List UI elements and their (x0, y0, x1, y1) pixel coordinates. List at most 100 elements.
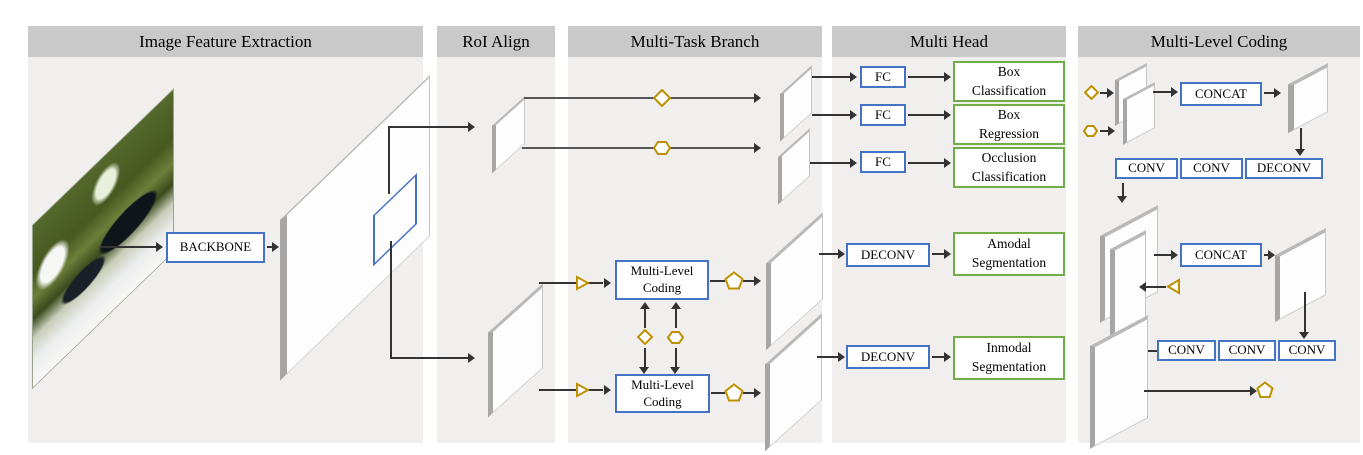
arrowhead (838, 249, 845, 259)
arrowhead (468, 122, 475, 132)
pentagon-icon (1256, 381, 1274, 398)
deconv-box-2: DECONV (846, 345, 930, 369)
conv-label: CONV (1168, 342, 1205, 358)
connector-fc2-out (908, 114, 946, 116)
hexagon-icon (1083, 125, 1098, 137)
connector-triangle-in (1146, 286, 1166, 288)
connector-down-to-row1 (1300, 128, 1302, 149)
arrowhead (1299, 332, 1309, 339)
arrowhead (850, 110, 857, 120)
arrowhead (838, 352, 845, 362)
deconv-box-1: DECONV (846, 243, 930, 267)
concat-label: CONCAT (1194, 85, 1247, 101)
head-label: Amodal (987, 236, 1031, 252)
connector-down-to-row2 (1304, 292, 1306, 332)
arrowhead (1250, 386, 1257, 396)
connector-to-fc2 (812, 114, 852, 116)
connector-to-fc1 (812, 76, 852, 78)
conv-label: CONV (1228, 342, 1266, 358)
pentagon-icon (724, 271, 744, 290)
connector-shared-down (675, 348, 677, 367)
conv-box-row2-3: CONV (1278, 340, 1336, 361)
connector-box-branch (524, 97, 756, 99)
arrow-image-to-backbone (100, 246, 158, 248)
connector-mlc1-out (743, 280, 756, 282)
arrowhead (1117, 196, 1127, 203)
arrowhead (1295, 149, 1305, 156)
box-regression-head: Box Regression (953, 104, 1065, 145)
occlusion-classification-head: Occlusion Classification (953, 147, 1065, 188)
panel-title-multi-level-coding: Multi-Level Coding (1078, 26, 1360, 57)
backbone-label: BACKBONE (179, 239, 252, 255)
connector-row1-down (1122, 183, 1124, 196)
conv-label: CONV (1288, 342, 1326, 358)
head-label: Segmentation (971, 255, 1047, 270)
connector-roi-down (390, 357, 470, 359)
arrowhead (1171, 250, 1178, 260)
connector-shared-up (675, 309, 677, 328)
head-label: Segmentation (971, 359, 1047, 374)
connector-to-mlc2 (539, 389, 603, 391)
conv-box-row2-1: CONV (1157, 340, 1216, 361)
connector-mlc1-out (710, 280, 725, 282)
mlc-label-line1: Multi-Level (631, 376, 694, 392)
arrowhead (1171, 87, 1178, 97)
mlc-label-line2: Coding (642, 280, 682, 295)
connector-fc3-out (908, 162, 946, 164)
panel-title-roi-align: RoI Align (437, 26, 555, 57)
head-label: Classification (971, 168, 1047, 184)
connector-concat1-out (1264, 92, 1277, 94)
connector-to-mlc1 (539, 282, 603, 284)
amodal-segmentation-head: Amodal Segmentation (953, 232, 1065, 276)
connector-occlusion-branch (522, 147, 754, 149)
fc-label: FC (875, 106, 891, 122)
arrowhead (850, 158, 857, 168)
arrowhead (1274, 88, 1281, 98)
panel-title-multi-head: Multi Head (832, 26, 1066, 57)
concat-box-1: CONCAT (1180, 82, 1262, 106)
deconv-label: DECONV (860, 348, 916, 364)
conv-label: CONV (1128, 160, 1165, 176)
connector-shared-down (644, 348, 646, 367)
arrowhead (754, 143, 761, 153)
panel-roi-align: RoI Align (437, 26, 555, 443)
connector-roi-up (388, 126, 470, 128)
concat-label: CONCAT (1194, 246, 1247, 262)
triangle-right-icon (576, 382, 590, 398)
arrowhead (754, 388, 761, 398)
arrowhead (671, 302, 681, 309)
head-label: Occlusion (981, 149, 1037, 165)
connector-to-fc3 (810, 162, 852, 164)
connector-roi-up (388, 127, 390, 194)
connector-fc1-out (908, 76, 946, 78)
conv-box-row2-2: CONV (1218, 340, 1276, 361)
connector-hexagon-in (1100, 130, 1111, 132)
panel-title-image-feature-extraction: Image Feature Extraction (28, 26, 423, 57)
head-label: Box (997, 106, 1021, 122)
arrowhead (670, 367, 680, 374)
connector-deconv1-out (932, 253, 946, 255)
hexagon-icon (653, 141, 671, 155)
arrowhead (272, 242, 279, 252)
pentagon-icon (724, 383, 744, 402)
head-label: Classification (971, 82, 1047, 98)
conv-box-row1-2: CONV (1180, 158, 1243, 179)
conv-box-row1-1: CONV (1115, 158, 1178, 179)
fc-box-3: FC (860, 151, 906, 173)
multi-level-coding-box-2: Multi-Level Coding (615, 374, 710, 413)
arrowhead (944, 249, 951, 259)
deconv-box-row1: DECONV (1245, 158, 1323, 179)
arrow-backbone-to-featuremap (267, 246, 276, 248)
arrowhead (1108, 126, 1115, 136)
arrowhead (640, 302, 650, 309)
connector-row2-left (1144, 350, 1157, 352)
arrowhead (604, 278, 611, 288)
arrowhead (754, 93, 761, 103)
conv-label: CONV (1193, 160, 1230, 176)
arrowhead (944, 72, 951, 82)
arrowhead (604, 385, 611, 395)
arrowhead (944, 352, 951, 362)
diamond-icon (653, 89, 671, 107)
triangle-right-icon (576, 275, 590, 291)
